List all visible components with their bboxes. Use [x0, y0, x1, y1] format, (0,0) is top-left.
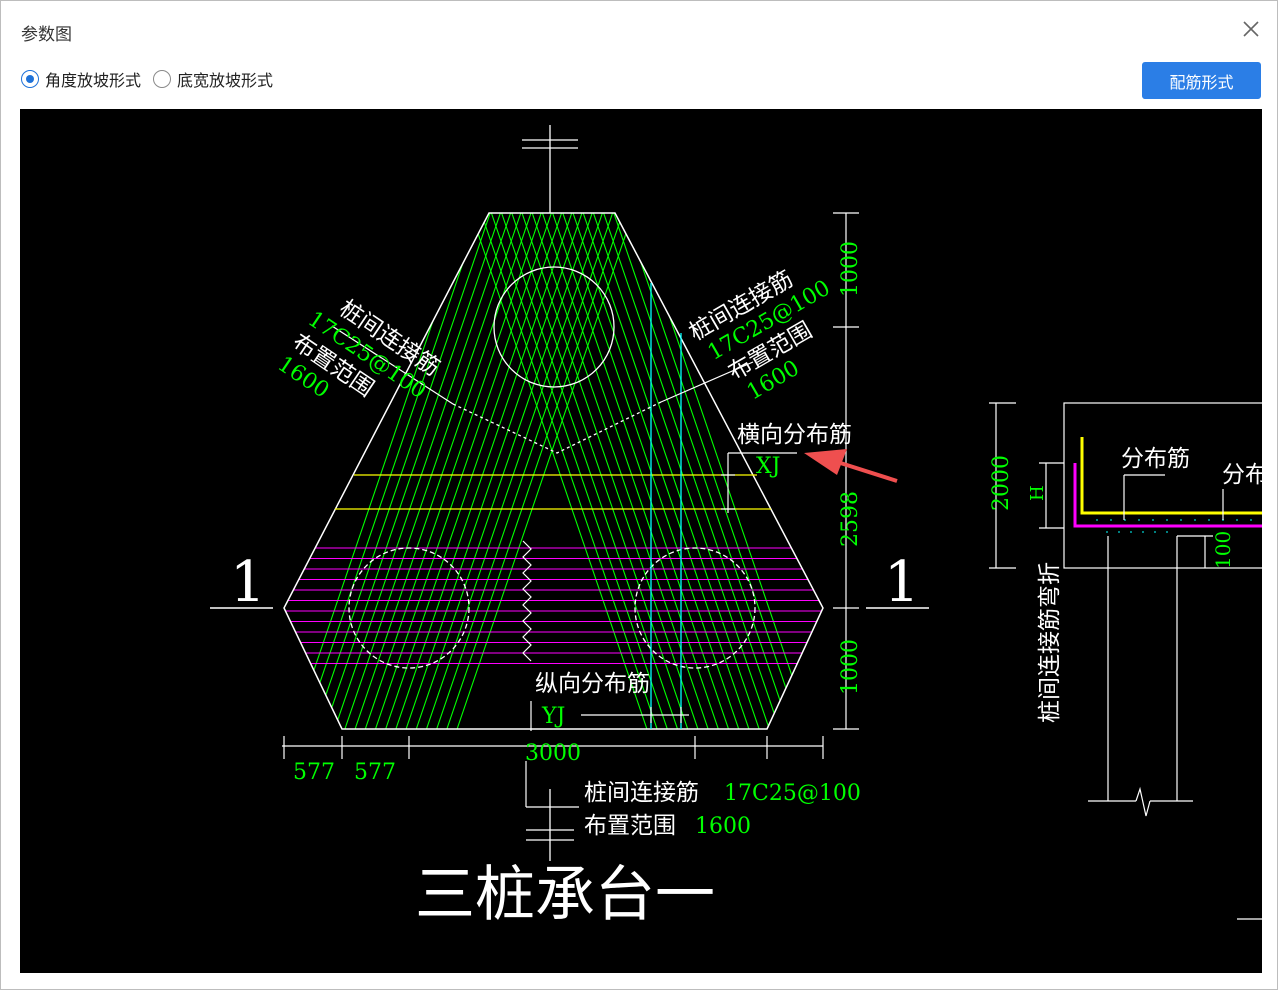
side-dim-h: H: [1027, 485, 1048, 501]
pile-bottom-left: [348, 547, 470, 669]
rebar-form-button[interactable]: 配筋形式: [1142, 62, 1261, 99]
longitudinal-rebar-label: 纵向分布筋: [535, 671, 650, 697]
pile-top: [493, 266, 615, 388]
dim-577-a: 577: [293, 760, 335, 785]
dim-577-b: 577: [354, 760, 396, 785]
left-connection-rebar-label: 桩间连接筋 17C25@100 布置范围 1600: [273, 296, 444, 404]
section-mark-left: 1: [230, 550, 266, 615]
dim-top-1000: 1000: [838, 241, 863, 297]
side-section-detail: 2000 H 分布筋 分布: [989, 402, 1262, 920]
drawing-title: 三桩承台一: [415, 860, 715, 930]
close-icon[interactable]: [1239, 17, 1263, 41]
dim-middle-2598: 2598: [838, 491, 863, 547]
bottom-note-range: 布置范围: [584, 813, 676, 839]
option-angle-slope-label: 角度放坡形式: [45, 71, 142, 90]
right-connection-rebar-label: 桩间连接筋 17C25@100 布置范围 1600: [685, 266, 835, 405]
slope-form-options: 角度放坡形式 底宽放坡形式: [21, 67, 285, 91]
option-bottom-width-slope[interactable]: 底宽放坡形式: [153, 67, 273, 91]
dim-bottom-1000: 1000: [838, 639, 863, 695]
longitudinal-rebar-code: YJ: [541, 704, 565, 729]
side-dim-2000: 2000: [989, 455, 1014, 511]
transverse-rebar-code: XJ: [756, 454, 780, 479]
radio-selected-icon[interactable]: [21, 70, 39, 88]
diagonal-rebar-bands: [284, 213, 823, 729]
bottom-note-range-value: 1600: [695, 814, 751, 839]
transverse-rebar-label: 横向分布筋: [737, 422, 852, 448]
radio-unselected-icon[interactable]: [153, 70, 172, 88]
section-mark-right: 1: [884, 550, 920, 615]
cad-drawing: 1 1 1000 2598 1000 577 577: [210, 125, 1262, 930]
bottom-note-spec: 17C25@100: [724, 781, 861, 806]
red-arrow-icon: [804, 449, 898, 483]
longitudinal-rebar-lines: [284, 547, 823, 665]
option-bottom-width-slope-label: 底宽放坡形式: [177, 71, 274, 90]
side-distribution-label-cut: 分布: [1222, 462, 1262, 488]
pile-cap-outline: [283, 212, 824, 730]
dialog-title: 参数图: [21, 25, 72, 45]
option-angle-slope[interactable]: 角度放坡形式: [21, 67, 141, 91]
side-dim-100: 100: [1211, 531, 1235, 569]
dim-width-3000: 3000: [525, 741, 581, 766]
side-distribution-label: 分布筋: [1121, 446, 1190, 472]
side-vertical-label: 桩间连接筋弯折: [1037, 562, 1063, 723]
bottom-note-name: 桩间连接筋: [584, 780, 699, 806]
pile-bottom-right: [634, 547, 756, 669]
parameter-drawing-canvas: 1 1 1000 2598 1000 577 577: [20, 109, 1262, 973]
